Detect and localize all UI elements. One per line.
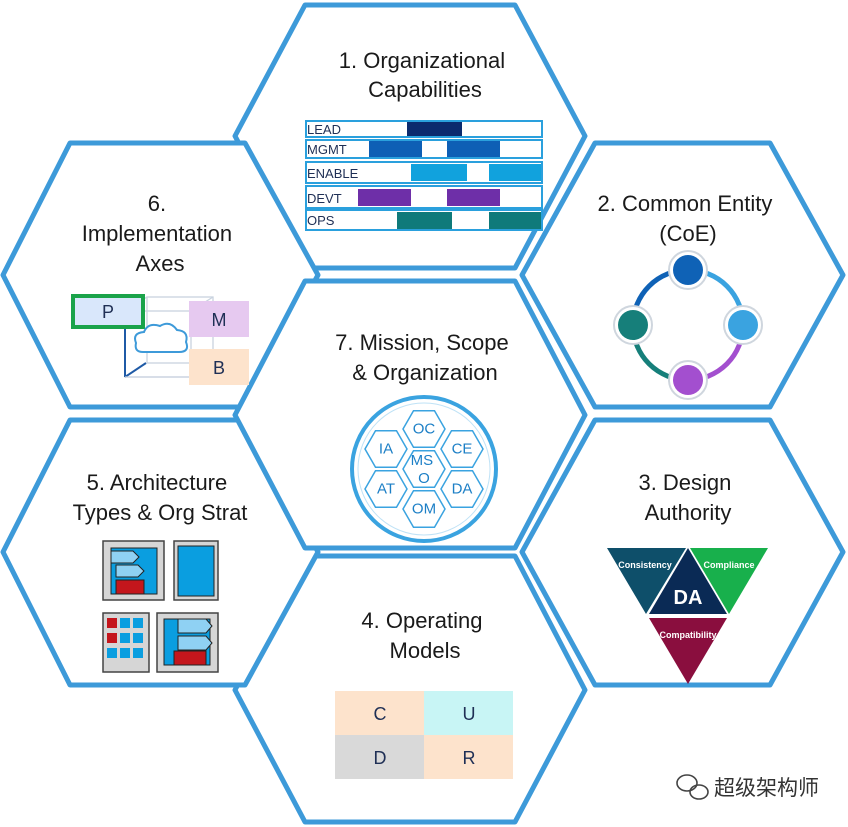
coe-node: [618, 310, 648, 340]
mission-hex-at: [364, 470, 408, 508]
om-cell: [335, 735, 424, 779]
mission-hex-ia: [364, 430, 408, 468]
axis-b-box: [189, 349, 249, 385]
capability-label: DEVT: [307, 191, 342, 206]
axis-m-box: [189, 301, 249, 337]
operating-models-title: 4. Operating Models: [361, 608, 488, 663]
mission-hex-label-ia: IA: [379, 441, 393, 458]
compliance-segment: [690, 548, 768, 614]
capability-label: LEAD: [307, 122, 341, 137]
common-entity-title: 2. Common Entity (CoE): [598, 191, 779, 246]
coe-node: [673, 255, 703, 285]
capability-bar: [411, 164, 467, 181]
capability-label: MGMT: [307, 142, 347, 157]
om-cell: [424, 735, 513, 779]
capability-bar: [447, 189, 500, 206]
cloud-icon: [134, 322, 189, 353]
capability-bar: [369, 141, 422, 157]
mission-hex-center: [402, 450, 446, 488]
axis-p-label: P: [102, 302, 114, 322]
mission-hex-da: [440, 470, 484, 508]
mission-hex-label-at: AT: [377, 481, 395, 498]
capability-bar: [407, 122, 462, 136]
compatibility-label: Compatibility: [659, 630, 716, 640]
mission-hex-label-om: OM: [412, 501, 436, 518]
capability-bar: [489, 164, 541, 181]
mission-hex-ce: [440, 430, 484, 468]
axis-m-label: M: [212, 310, 227, 330]
om-label: U: [463, 704, 476, 724]
mission-hex-label-ce: CE: [452, 441, 473, 458]
architecture-types-icons: [102, 540, 219, 673]
om-label: D: [374, 748, 387, 768]
mission-hex-om: [402, 490, 446, 528]
operating-models-grid: C U D R: [335, 691, 513, 779]
watermark-text: 超级架构师: [714, 777, 819, 800]
implementation-axes-cube: P M B: [71, 294, 249, 385]
architecture-types-title: 5. Architecture Types & Org Strat: [73, 470, 248, 525]
axis-b-label: B: [213, 358, 225, 378]
mission-center-label: MS O: [411, 452, 438, 487]
coe-node: [673, 365, 703, 395]
capability-bar: [447, 141, 500, 157]
compliance-label: Compliance: [703, 560, 754, 570]
capability-bar: [489, 212, 541, 229]
consistency-segment: [607, 548, 686, 614]
om-cell: [335, 691, 424, 735]
design-authority-triangle: Consistency Compliance Compatibility DA: [607, 548, 768, 684]
wechat-icon: [676, 774, 709, 800]
coe-node: [728, 310, 758, 340]
design-authority-title: 3. Design Authority: [638, 470, 737, 525]
consistency-label: Consistency: [618, 560, 672, 570]
capability-bar: [358, 189, 411, 206]
watermark: 超级架构师: [676, 774, 819, 800]
mission-scope-title: 7. Mission, Scope & Organization: [335, 330, 515, 385]
om-cell: [424, 691, 513, 735]
capabilities-table: LEAD MGMT ENABLE DEVT OPS: [305, 120, 543, 231]
axis-p-box: [71, 294, 145, 329]
om-label: R: [463, 748, 476, 768]
organizational-capabilities-title: 1. Organizational Capabilities: [339, 48, 511, 102]
capability-bar: [397, 212, 452, 229]
da-label: DA: [674, 587, 703, 609]
mission-hex-oc: [402, 410, 446, 448]
da-center-segment: [649, 548, 727, 614]
implementation-axes-title: 6. Implementation Axes: [82, 191, 239, 276]
compatibility-segment: [649, 618, 727, 684]
mission-honeycomb: MS O OC CE DA OM AT IA: [350, 395, 498, 543]
capability-label: ENABLE: [307, 166, 359, 181]
mission-hex-label-da: DA: [452, 481, 473, 498]
om-label: C: [374, 704, 387, 724]
mission-hex-label-oc: OC: [413, 421, 436, 438]
coe-cycle: [613, 250, 763, 400]
capability-label: OPS: [307, 213, 335, 228]
